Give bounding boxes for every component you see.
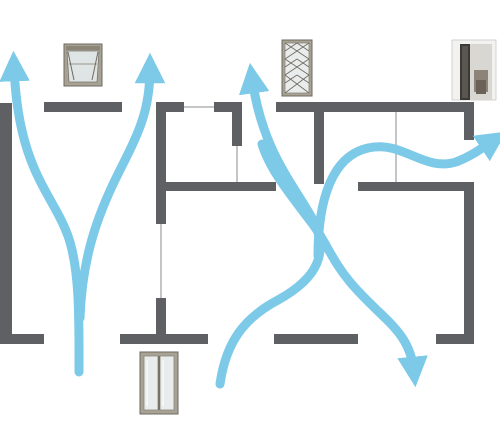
partition-lines: [160, 106, 397, 298]
airflow-arrow-left-right-up: [75, 52, 166, 323]
wall-top-segment-4: [276, 102, 474, 112]
wall-interior-left-upper: [156, 102, 166, 224]
walls: [0, 102, 474, 344]
wall-interior-center: [314, 102, 324, 184]
awning-window-icon: [63, 43, 103, 87]
lattice-window-icon: [281, 39, 313, 97]
wall-right-upper-stub: [464, 102, 474, 140]
wall-interior-horizontal-left: [156, 182, 276, 191]
sliding-window-icon: [139, 351, 179, 415]
wall-interior-closet: [232, 102, 242, 146]
wall-top-segment-3: [214, 102, 242, 112]
wall-bottom-right: [436, 334, 474, 344]
wall-bottom-segment-1: [120, 334, 208, 344]
wall-right-vertical: [464, 182, 474, 342]
wall-top-segment-2: [156, 102, 184, 112]
airflow-arrow-center-down: [257, 139, 428, 388]
airflow-arrow-right-out: [313, 131, 500, 261]
airflow-arrows: [0, 50, 500, 389]
door-photo-icon: [451, 39, 497, 101]
wall-interior-horizontal-right: [358, 182, 474, 191]
wall-interior-left-lower: [156, 298, 166, 338]
wall-bottom-left: [0, 334, 44, 344]
wall-top-segment-1: [44, 102, 122, 112]
wall-left-vertical: [0, 103, 12, 343]
wall-bottom-segment-2: [274, 334, 358, 344]
